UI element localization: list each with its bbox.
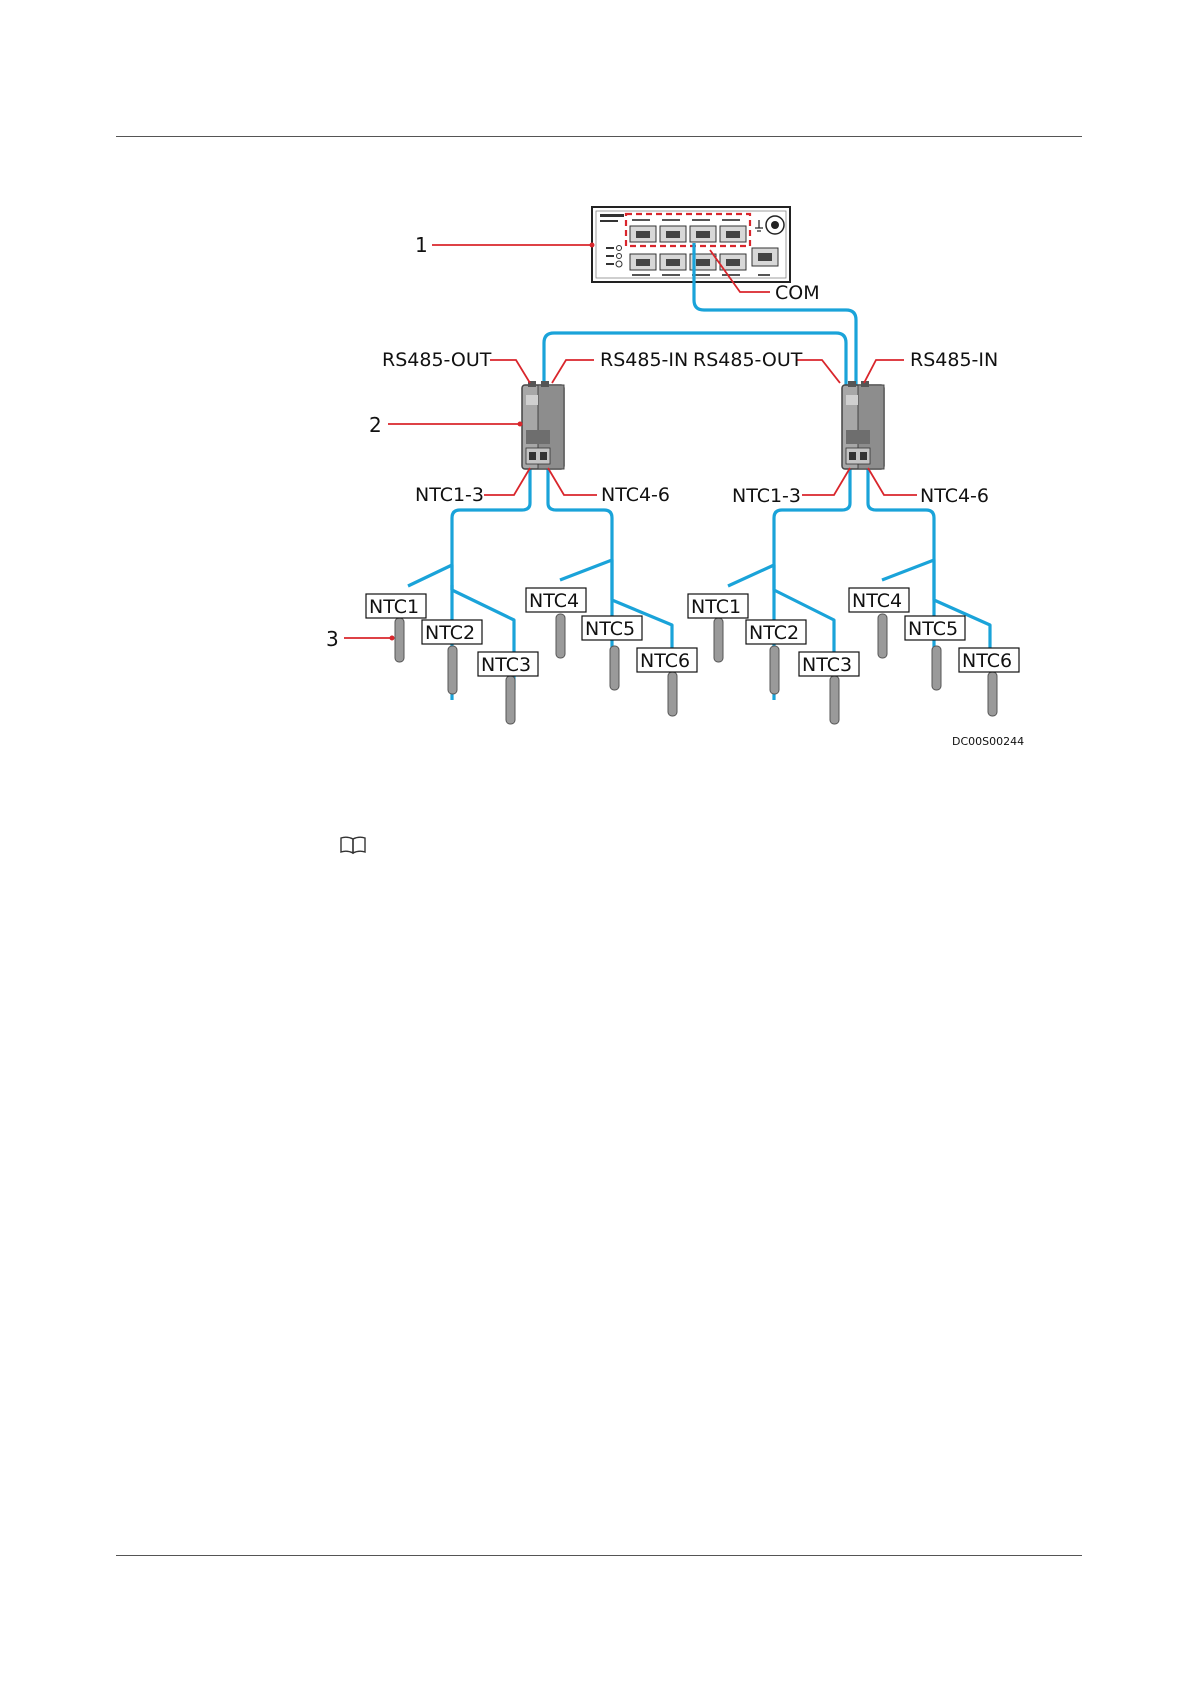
left-rs485-in-label: RS485-IN: [600, 349, 688, 371]
right-ntc4-label: NTC4: [852, 590, 902, 612]
right-ntc6-label: NTC6: [962, 650, 1012, 672]
left-ntc4-label: NTC4: [529, 590, 579, 612]
right-ntc3-label: NTC3: [802, 654, 852, 676]
left-rs485-out-label: RS485-OUT: [382, 349, 492, 371]
right-ntc2-label: NTC2: [749, 622, 799, 644]
left-ntc5-label: NTC5: [585, 618, 635, 640]
temperature-module-left: [522, 381, 564, 469]
figure-code: DC00S00244: [952, 735, 1024, 748]
left-ntc1-3-label: NTC1-3: [415, 484, 484, 506]
temperature-module-right: [842, 381, 884, 469]
left-ntc1-label: NTC1: [369, 596, 419, 618]
callout-1: 1: [415, 233, 428, 257]
left-ntc3-label: NTC3: [481, 654, 531, 676]
controller-device: [592, 207, 790, 282]
cables: [408, 243, 990, 700]
com-port-label: COM: [775, 282, 820, 304]
right-ntc1-label: NTC1: [691, 596, 741, 618]
left-ntc2-label: NTC2: [425, 622, 475, 644]
right-rs485-out-label: RS485-OUT: [693, 349, 803, 371]
footer-rule: [116, 1555, 1082, 1556]
right-ntc1-3-label: NTC1-3: [732, 485, 801, 507]
callout-2: 2: [369, 413, 382, 437]
leader-lines: [344, 245, 917, 638]
right-rs485-in-label: RS485-IN: [910, 349, 998, 371]
left-ntc6-label: NTC6: [640, 650, 690, 672]
callout-3: 3: [326, 627, 339, 651]
right-ntc5-label: NTC5: [908, 618, 958, 640]
right-ntc4-6-label: NTC4-6: [920, 485, 989, 507]
book-icon: [340, 835, 366, 855]
left-ntc4-6-label: NTC4-6: [601, 484, 670, 506]
